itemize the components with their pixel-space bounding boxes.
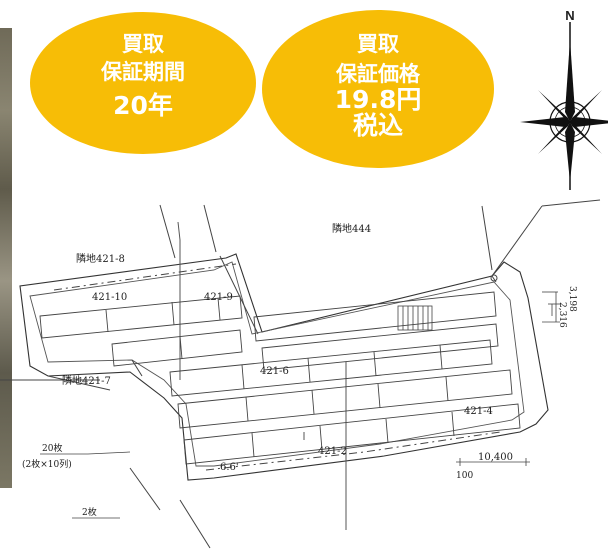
dim-100-label: 100 [456, 471, 473, 481]
note-2-label: 2枚 [82, 506, 97, 518]
guarantee-period-badge: 買取 保証期間 20年 [30, 12, 256, 154]
lot-421-10-label: 421-10 [92, 292, 127, 303]
dim-66-label: 6.6' [220, 462, 239, 473]
badge-period-line1: 買取 [122, 32, 164, 56]
adjacent-444-label: 隣地444 [332, 222, 371, 235]
compass-n-label: N [565, 8, 574, 23]
dim-10400-label: 10,400 [478, 452, 513, 463]
compass-rose-icon [520, 22, 608, 190]
dim-3198-label: 3,198 [567, 286, 577, 312]
note-panels-label: 20枚 [42, 442, 62, 454]
note-panels-sub-label: (2枚×10列) [22, 458, 72, 470]
stairs-icon [397, 305, 433, 331]
guarantee-price-badge: 買取 保証価格 19.8円 税込 [262, 10, 494, 168]
lot-421-2-label: 421-2 [318, 446, 347, 457]
badge-period-line2: 保証期間 [101, 60, 185, 84]
badge-price-line1: 買取 [357, 32, 399, 56]
badge-period-line3: 20年 [113, 91, 173, 120]
photo-edge [0, 28, 12, 488]
badge-price-line4: 税込 [352, 111, 403, 140]
lot-421-9-label: 421-9 [204, 292, 233, 303]
adjacent-421-8-label: 隣地421-8 [76, 252, 125, 265]
adjacent-421-7-label: 隣地421-7 [62, 374, 111, 387]
lot-421-6-label: 421-6 [260, 366, 289, 377]
lot-421-4-label: 421-4 [464, 406, 493, 417]
badge-price-line2: 保証価格 [336, 62, 420, 86]
badge-price-line3: 19.8円 [334, 85, 422, 114]
dim-2316-label: 2,316 [557, 302, 567, 328]
